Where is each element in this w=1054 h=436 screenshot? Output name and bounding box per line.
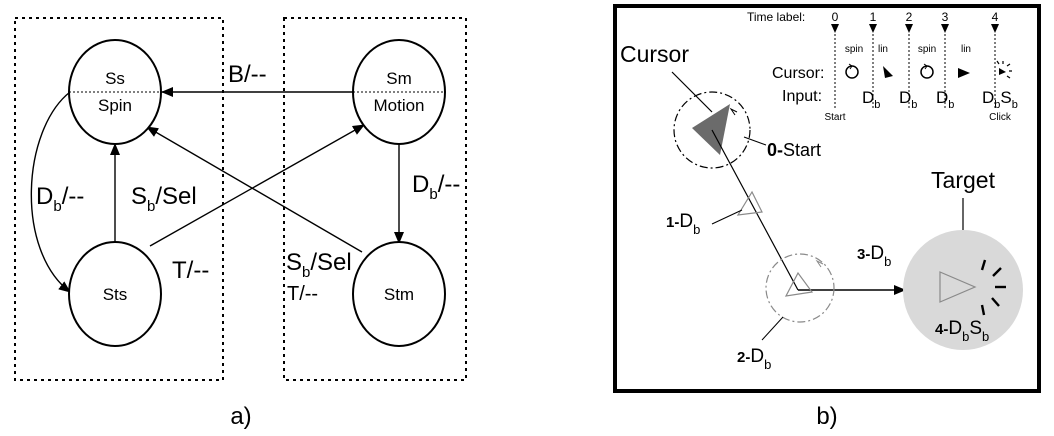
time-tick-1: 1	[870, 10, 877, 24]
time-tick-3: 3	[942, 10, 949, 24]
timeline-click-label: Click	[989, 112, 1012, 123]
linear-move-icon	[958, 68, 970, 78]
state-stm: Stm	[352, 241, 446, 347]
time-tick-4: 4	[992, 10, 999, 24]
timeline: Time label: 0 1 2 3 4 spin lin spin lin …	[747, 10, 1018, 123]
segment-spin-2: spin	[918, 44, 936, 55]
timeline-input-2: Db	[899, 88, 917, 111]
panel-b: Time label: 0 1 2 3 4 spin lin spin lin …	[613, 4, 1041, 430]
row-cursor-label: Cursor:	[772, 65, 824, 82]
target-circle	[903, 230, 1023, 350]
caption-a: a)	[230, 403, 251, 430]
time-tick-2: 2	[906, 10, 913, 24]
linear-move-icon	[883, 66, 893, 78]
segment-lin-2: lin	[961, 44, 971, 55]
cursor-start-icon	[692, 104, 730, 155]
target-label: Target	[931, 167, 996, 193]
caption-b: b)	[816, 403, 837, 430]
timeline-input-4: DbSb	[982, 88, 1018, 111]
label-ss-to-sts: Db/--	[36, 183, 84, 215]
step-4-label: 4-DbSb	[935, 318, 989, 344]
cursor-step-2	[765, 253, 835, 323]
click-burst-icon	[996, 60, 1012, 79]
motion-group-box	[283, 17, 467, 381]
label-sm-to-stm: Db/--	[412, 171, 460, 203]
segment-lin-1: lin	[878, 44, 888, 55]
timeline-start-label: Start	[824, 112, 845, 123]
edge-stm-to-ss	[146, 126, 363, 253]
spin-icon	[845, 63, 859, 79]
time-label: Time label:	[747, 10, 805, 24]
state-ss: Ss Spin	[68, 39, 162, 145]
state-sm-name: Sm	[386, 69, 412, 88]
spin-icon	[920, 63, 934, 79]
step-1-label: 1-Db	[666, 211, 700, 237]
cursor-step-2-icon	[784, 271, 814, 297]
target-cursor-icon	[939, 271, 977, 303]
cursor-start	[673, 91, 751, 169]
timeline-input-3: Db	[936, 88, 954, 111]
label-stm-to-ss-sel: Sb/Sel	[286, 249, 352, 281]
click-burst-icon	[980, 259, 1006, 316]
panel-a: Ss Spin Sm Motion Sts Stm B/-- Db/-- Sb/…	[14, 17, 467, 430]
state-stm-label: Stm	[384, 285, 414, 304]
cursor-step-1-icon	[736, 190, 763, 216]
label-sts-to-ss: Sb/Sel	[131, 183, 197, 215]
state-ss-desc: Spin	[98, 96, 132, 115]
step-0-label: 0-Start	[767, 140, 821, 160]
edge-sts-to-sm	[149, 124, 365, 247]
cursor-label: Cursor	[620, 41, 689, 67]
label-sm-to-ss: B/--	[228, 61, 267, 88]
spin-group-box	[14, 17, 224, 381]
segment-spin-1: spin	[845, 44, 863, 55]
time-tick-0: 0	[832, 10, 839, 24]
state-sts: Sts	[68, 241, 162, 347]
state-sts-label: Sts	[103, 285, 128, 304]
state-ss-name: Ss	[105, 69, 125, 88]
state-sm-desc: Motion	[373, 96, 424, 115]
step-2-label: 2-Db	[737, 346, 771, 372]
timeline-input-1: Db	[862, 88, 880, 111]
cursor-leader-line	[671, 71, 713, 113]
cursor-path-diagonal	[711, 129, 799, 291]
label-sts-to-sm: T/--	[172, 257, 209, 284]
label-stm-to-ss-t: T/--	[287, 283, 318, 305]
row-input-label: Input:	[782, 88, 822, 105]
step-3-label: 3-Db	[857, 243, 891, 269]
state-sm: Sm Motion	[352, 39, 446, 145]
edge-ss-to-sts	[30, 91, 71, 293]
